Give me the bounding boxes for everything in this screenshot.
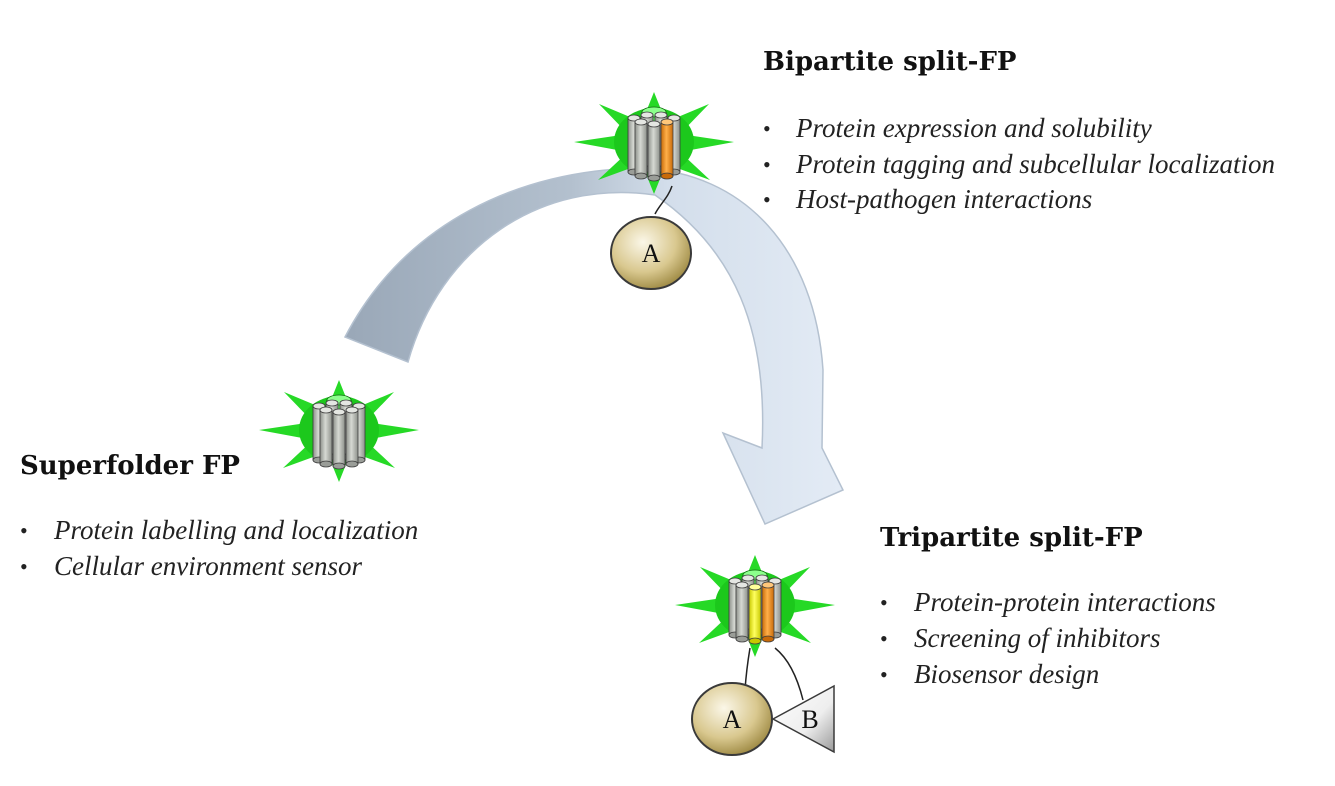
bullet: •	[880, 662, 888, 687]
tripartite-linker-a	[744, 647, 751, 691]
bullet: •	[763, 152, 771, 177]
bullet: •	[763, 187, 771, 212]
list-item: Protein labelling and localization	[53, 515, 418, 545]
superfolder-fp-barrel-icon	[259, 380, 419, 482]
partner-a-label: A	[642, 239, 661, 268]
curved-arrow-icon	[343, 167, 845, 525]
superfolder-title: Superfolder FP	[20, 451, 240, 481]
tripartite-linker-b	[774, 647, 804, 701]
partner-b-label: B	[801, 705, 818, 734]
bullet: •	[20, 518, 28, 543]
tripartite-fp-barrel-icon	[675, 555, 835, 657]
list-item: Protein expression and solubility	[795, 113, 1152, 143]
bipartite-linker	[654, 185, 673, 215]
partner-a-label: A	[723, 705, 742, 734]
bullet: •	[880, 590, 888, 615]
superfolder-list: • Protein labelling and localization • C…	[20, 515, 418, 581]
bullet: •	[763, 116, 771, 141]
bipartite-title: Bipartite split-FP	[763, 47, 1016, 77]
list-item: Protein tagging and subcellular localiza…	[795, 149, 1275, 179]
bullet: •	[20, 554, 28, 579]
tripartite-partner-a: A	[691, 682, 773, 756]
bullet: •	[880, 626, 888, 651]
bipartite-list: • Protein expression and solubility • Pr…	[763, 113, 1275, 214]
list-item: Biosensor design	[914, 659, 1099, 689]
tripartite-title: Tripartite split-FP	[880, 523, 1143, 553]
list-item: Protein-protein interactions	[913, 587, 1216, 617]
bipartite-partner-a: A	[610, 216, 692, 290]
list-item: Screening of inhibitors	[914, 623, 1160, 653]
tripartite-list: • Protein-protein interactions • Screeni…	[880, 587, 1216, 689]
list-item: Cellular environment sensor	[54, 551, 362, 581]
tripartite-partner-b: B	[771, 684, 835, 754]
list-item: Host-pathogen interactions	[795, 184, 1092, 214]
